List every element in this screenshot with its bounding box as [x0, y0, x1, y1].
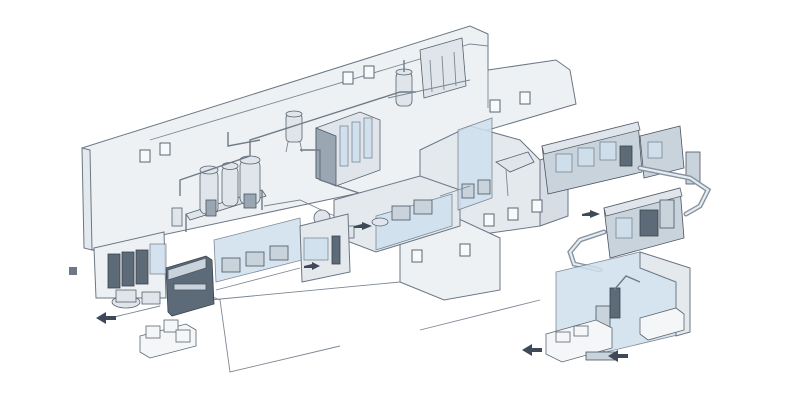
pallet-stack-left [139, 319, 197, 359]
window [411, 249, 423, 263]
vertical-tank-top [395, 60, 413, 107]
cabinet [135, 249, 149, 285]
upper-windows [139, 65, 531, 163]
mixing-tank [285, 110, 303, 153]
window [363, 65, 375, 79]
robot-arm [609, 287, 621, 319]
filter-cabinet [315, 111, 381, 187]
window [139, 149, 151, 163]
window [531, 199, 543, 213]
window [507, 207, 519, 221]
tank-cluster-left [171, 155, 267, 232]
capping-station [109, 289, 161, 319]
filling-room [93, 231, 167, 299]
glass-room-upper [439, 117, 535, 211]
window [342, 71, 354, 85]
cabinet [107, 253, 121, 289]
packing-room [213, 217, 303, 291]
arrow-right-icon [354, 222, 372, 230]
arrow-right-icon [582, 210, 600, 218]
window [459, 243, 471, 257]
right-room-block [299, 213, 351, 283]
arrow-left-icon [522, 344, 542, 356]
palletizing-cell [545, 251, 691, 363]
arrow-right-icon [304, 262, 320, 270]
window [483, 213, 495, 227]
arrow-left-icon [608, 350, 628, 362]
window [159, 142, 171, 156]
legend-swatch [69, 267, 77, 275]
conveyors [567, 165, 712, 273]
case-packer [603, 187, 685, 259]
window [519, 91, 531, 105]
arrow-left-icon [96, 312, 116, 324]
cabinet [121, 251, 135, 287]
labeling-line [541, 121, 643, 195]
window [489, 99, 501, 113]
filling-machine-dark [165, 255, 215, 317]
